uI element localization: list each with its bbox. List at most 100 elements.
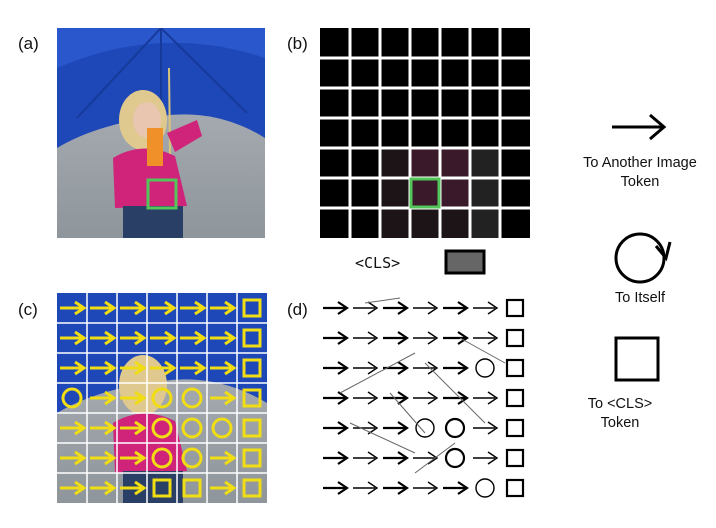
attention-cls-square xyxy=(242,478,262,498)
attention-cls-square xyxy=(242,298,262,318)
attention-arrow xyxy=(413,481,439,495)
attention-arrow xyxy=(90,360,117,376)
attention-arrow xyxy=(443,301,469,315)
attention-arrow xyxy=(180,360,207,376)
attention-arrow xyxy=(210,450,237,466)
attention-arrow xyxy=(60,330,87,346)
attention-self-circle xyxy=(181,447,203,469)
attention-self-circle xyxy=(475,358,495,378)
cls-token-square xyxy=(444,249,486,275)
attention-arrow xyxy=(413,331,439,345)
attention-arrow xyxy=(383,331,409,345)
attention-cls-square xyxy=(505,388,525,408)
attention-arrow xyxy=(383,301,409,315)
attention-self-circle xyxy=(61,387,83,409)
panel-b-grid xyxy=(320,28,530,238)
panel-d-map xyxy=(323,297,525,498)
legend-arrow-icon xyxy=(612,113,667,141)
attention-cls-square xyxy=(505,358,525,378)
attention-arrow xyxy=(473,421,499,435)
attention-cls-square xyxy=(505,448,525,468)
attention-arrow xyxy=(353,481,379,495)
attention-arrow xyxy=(120,480,147,496)
attention-arrow xyxy=(120,420,147,436)
attention-cls-square xyxy=(242,418,262,438)
attention-arrow xyxy=(473,301,499,315)
attention-cls-square xyxy=(152,478,172,498)
attention-arrow xyxy=(90,480,117,496)
attention-arrow xyxy=(180,300,207,316)
highlight-box-a xyxy=(146,178,178,210)
attention-arrow xyxy=(443,481,469,495)
attention-arrow xyxy=(353,301,379,315)
attention-arrow xyxy=(323,301,349,315)
highlight-box-b xyxy=(409,177,441,209)
attention-self-circle xyxy=(151,447,173,469)
attention-self-circle xyxy=(181,387,203,409)
attention-arrow xyxy=(353,451,379,465)
attention-arrow xyxy=(443,331,469,345)
attention-arrow xyxy=(413,301,439,315)
attention-arrow xyxy=(120,450,147,466)
attention-arrow xyxy=(413,361,439,375)
attention-arrow xyxy=(90,420,117,436)
attention-self-circle xyxy=(444,447,466,469)
attention-arrow xyxy=(120,300,147,316)
legend-cls-text: To <CLS> Token xyxy=(587,396,653,431)
attention-arrow xyxy=(353,361,379,375)
attention-arrow xyxy=(383,421,409,435)
legend-arrow-text: To Another Image Token xyxy=(583,155,697,190)
attention-arrow xyxy=(353,331,379,345)
attention-arrow xyxy=(323,421,349,435)
attention-cls-square xyxy=(505,418,525,438)
attention-cls-square xyxy=(242,328,262,348)
attention-arrow xyxy=(150,330,177,346)
attention-arrow xyxy=(323,331,349,345)
attention-arrow xyxy=(210,480,237,496)
attention-arrow xyxy=(120,330,147,346)
attention-arrow xyxy=(60,480,87,496)
cls-token-label: <CLS> xyxy=(355,254,401,272)
panel-c-label: (c) xyxy=(18,300,38,319)
panel-a-photo xyxy=(57,28,265,238)
attention-arrow xyxy=(150,360,177,376)
attention-arrow xyxy=(383,451,409,465)
attention-self-circle xyxy=(415,418,435,438)
panel-d-thin-lines xyxy=(339,297,506,474)
panel-c-map xyxy=(57,293,267,503)
attention-arrow xyxy=(443,361,469,375)
attention-self-circle xyxy=(151,387,173,409)
attention-arrow xyxy=(60,360,87,376)
panel-d-label: (d) xyxy=(287,300,308,319)
attention-arrow xyxy=(353,421,379,435)
attention-arrow xyxy=(90,300,117,316)
attention-arrow xyxy=(60,300,87,316)
attention-self-circle xyxy=(151,417,173,439)
attention-arrow xyxy=(413,391,439,405)
attention-arrow xyxy=(323,391,349,405)
attention-arrow xyxy=(353,391,379,405)
attention-arrow xyxy=(180,330,207,346)
attention-arrow xyxy=(120,390,147,406)
attention-arrow xyxy=(150,300,177,316)
attention-cls-square xyxy=(242,388,262,408)
attention-arrow xyxy=(120,360,147,376)
panel-a-label: (a) xyxy=(18,34,39,53)
attention-arrow xyxy=(210,360,237,376)
attention-arrow xyxy=(383,481,409,495)
attention-cls-square xyxy=(505,298,525,318)
attention-cls-square xyxy=(242,448,262,468)
attention-self-circle xyxy=(211,417,233,439)
attention-arrow xyxy=(60,420,87,436)
attention-arrow xyxy=(90,330,117,346)
attention-arrow xyxy=(323,451,349,465)
attention-arrow xyxy=(210,390,237,406)
attention-arrow xyxy=(443,391,469,405)
attention-arrow xyxy=(90,450,117,466)
attention-cls-square xyxy=(505,328,525,348)
attention-arrow xyxy=(473,331,499,345)
attention-cls-square xyxy=(505,478,525,498)
legend-self-text: To Itself xyxy=(615,290,665,306)
attention-arrow xyxy=(323,361,349,375)
